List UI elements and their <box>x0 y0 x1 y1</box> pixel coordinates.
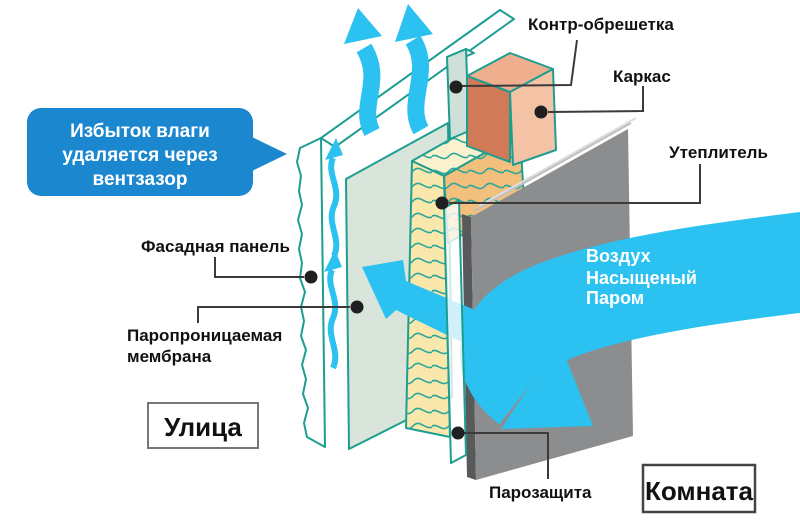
zone-box-room: Комната <box>641 463 757 514</box>
label-counter-batten: Контр-обрешетка <box>528 15 674 34</box>
label-vapor-barrier: Парозащита <box>489 483 592 502</box>
callout-dots <box>304 80 548 440</box>
label-membrane-line2: мембрана <box>127 347 212 366</box>
svg-text:Воздух: Воздух <box>586 246 651 266</box>
callout-lines <box>197 39 701 479</box>
facade-panel-front-face <box>296 137 326 448</box>
label-frame: Каркас <box>613 67 671 86</box>
frame-block <box>466 52 557 166</box>
svg-text:Комната: Комната <box>645 476 754 506</box>
label-insulation: Утеплитель <box>669 143 768 162</box>
svg-text:вентзазор: вентзазор <box>93 169 188 190</box>
svg-text:Улица: Улица <box>164 412 242 442</box>
svg-text:Избыток влаги: Избыток влаги <box>70 121 210 142</box>
svg-text:Паром: Паром <box>586 288 644 308</box>
speech-bubble: Избыток влаги удаляется через вентзазор <box>27 108 287 196</box>
vent-up-arrow-right <box>395 4 433 135</box>
humid-air-arrow-label: Воздух Насыщеный Паром <box>586 246 697 308</box>
svg-text:удаляется через: удаляется через <box>62 145 217 166</box>
label-membrane-line1: Паропроницаемая <box>127 326 282 345</box>
vent-up-arrow-left <box>344 8 382 136</box>
svg-text:Насыщеный: Насыщеный <box>586 268 697 288</box>
vent-gap-moisture-arrow-upper <box>325 138 343 258</box>
zone-box-outside: Улица <box>147 402 259 449</box>
label-facade-panel: Фасадная панель <box>141 237 290 256</box>
vent-gap-moisture-arrow-lower <box>324 250 342 370</box>
